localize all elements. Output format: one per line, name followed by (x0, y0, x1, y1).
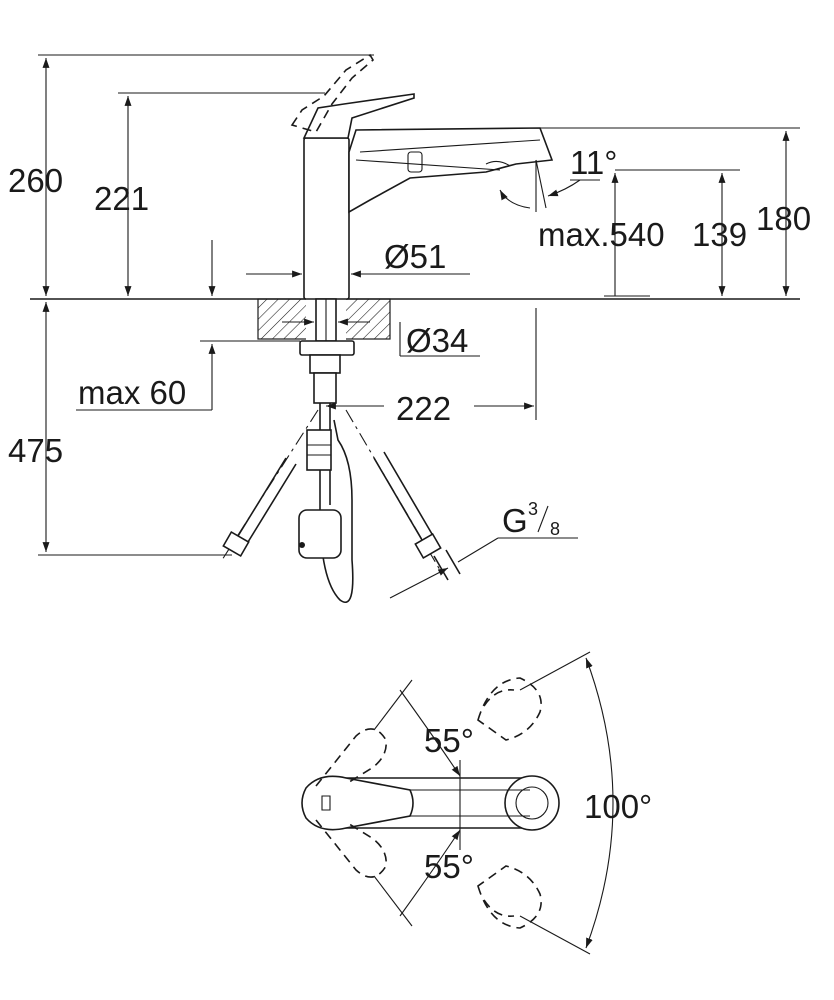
lever-open-position (290, 53, 375, 133)
dim-base-diameter-label: Ø51 (384, 238, 446, 275)
rotation-lever-lower-label: 55° (424, 848, 474, 885)
dim-hole-diameter-label: Ø34 (406, 322, 468, 359)
thread-numerator: 3 (528, 499, 538, 519)
dim-spout-height-label: 221 (94, 180, 149, 217)
top-view: 55° 55° 100° (301, 651, 652, 955)
lever-rotated-down (315, 819, 388, 878)
pullout-hose (298, 403, 354, 603)
dim-under-counter-depth-label: 475 (8, 432, 63, 469)
top-lever (301, 775, 414, 831)
dim-max-counter-thickness-label: max 60 (78, 374, 186, 411)
dim-spout-angle-label: 11° (570, 144, 617, 181)
lever (302, 93, 415, 139)
mounting-shank (299, 298, 355, 404)
spout-rotated-down (477, 865, 542, 929)
rotation-lever-upper-label: 55° (424, 722, 474, 759)
thread-denominator: 8 (550, 519, 560, 539)
spout-rotated-up (477, 677, 542, 741)
dim-tap-height-label: 180 (756, 200, 811, 237)
lever-rotated-up (315, 728, 388, 787)
side-view: 260 221 180 139 max.540 11° Ø51 Ø34 max … (8, 53, 811, 603)
dim-aerator-height-label: 139 (692, 216, 747, 253)
rotation-spout-swivel-label: 100° (584, 788, 652, 825)
thread-spec: G 3 8 (502, 499, 560, 539)
dim-total-height-label: 260 (8, 162, 63, 199)
thread-letter: G (502, 502, 528, 539)
dim-spout-reach-label: 222 (396, 390, 451, 427)
supply-hose-left (221, 409, 319, 561)
dim-pullout-length-label: max.540 (538, 216, 665, 253)
supply-hose-right (345, 409, 461, 581)
